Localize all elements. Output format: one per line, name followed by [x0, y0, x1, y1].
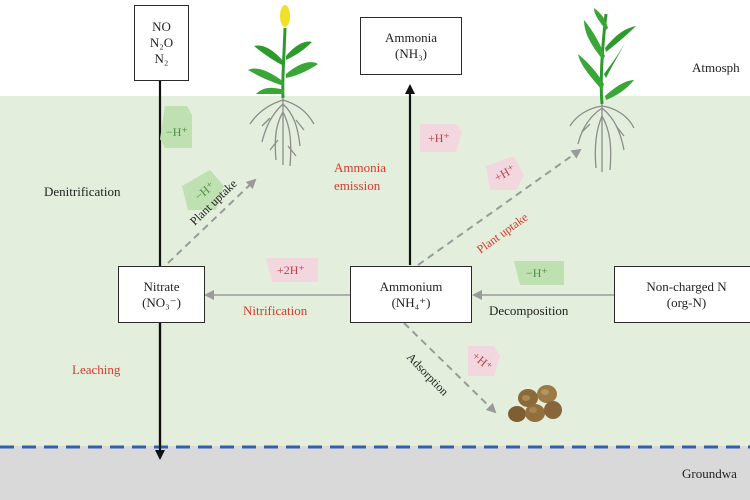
- soil-particles-icon: [508, 385, 562, 422]
- decomposition-label: Decomposition: [489, 303, 569, 318]
- proton-tag-denitrification: −H⁺: [166, 125, 188, 139]
- ammonia-emission-label-2: emission: [334, 178, 381, 193]
- groundwater-zone: [0, 446, 750, 500]
- left-plant-icon: [248, 5, 318, 167]
- ammonia-emission-label-1: Ammonia: [334, 160, 386, 175]
- tag-bg-decomposition: [514, 261, 564, 285]
- nox-line-2: N₂O: [149, 35, 174, 50]
- ammonium-line-2: (NH₄⁺): [391, 294, 431, 310]
- denitrification-label: Denitrification: [44, 184, 121, 199]
- tag-bg-plant-uptake-ammonium: [486, 156, 524, 190]
- atmosphere-label: Atmosph: [692, 60, 740, 75]
- org-n-line-2: (org-N): [666, 294, 707, 310]
- tag-bg-ammonia-emission: [420, 124, 462, 152]
- org-n-line-1: Non-charged N: [646, 278, 727, 294]
- adsorption-arrow: [403, 322, 497, 414]
- tag-bg-nitrification: [266, 258, 318, 282]
- nox-line-3: N₂: [154, 51, 169, 66]
- nitrate-box: Nitrate (NO₃⁻): [118, 266, 205, 323]
- leaching-label: Leaching: [72, 362, 121, 377]
- nitrification-label: Nitrification: [243, 303, 308, 318]
- ammonia-gas-line-2: (NH₃): [395, 46, 427, 61]
- ammonia-gas-line-1: Ammonia: [385, 30, 437, 45]
- tag-bg-adsorption: [468, 346, 500, 376]
- proton-tag-ammonia-emission: +H⁺: [428, 131, 450, 145]
- right-plant-icon: [569, 8, 636, 172]
- ammonium-line-1: Ammonium: [379, 278, 443, 294]
- plant-uptake-nitrate-arrow: [167, 178, 257, 264]
- org-n-box: Non-charged N (org-N): [614, 266, 750, 323]
- ammonia-gas-box: Ammonia (NH₃): [360, 17, 462, 75]
- tag-bg-denitrification: [160, 106, 192, 148]
- plant-uptake-ammonium-arrow: [417, 148, 582, 266]
- ammonium-box: Ammonium (NH₄⁺): [350, 266, 472, 323]
- proton-tag-decomposition: −H⁺: [526, 266, 548, 280]
- nitrate-line-2: (NO₃⁻): [142, 294, 181, 310]
- proton-tag-nitrification: +2H⁺: [277, 263, 305, 277]
- groundwater-label: Groundwa: [682, 466, 737, 481]
- nox-gas-box: NO N₂O N₂: [134, 5, 189, 81]
- tag-bg-plant-uptake-nitrate: [182, 170, 224, 210]
- nitrate-line-1: Nitrate: [143, 278, 180, 294]
- nox-line-1: NO: [152, 19, 171, 34]
